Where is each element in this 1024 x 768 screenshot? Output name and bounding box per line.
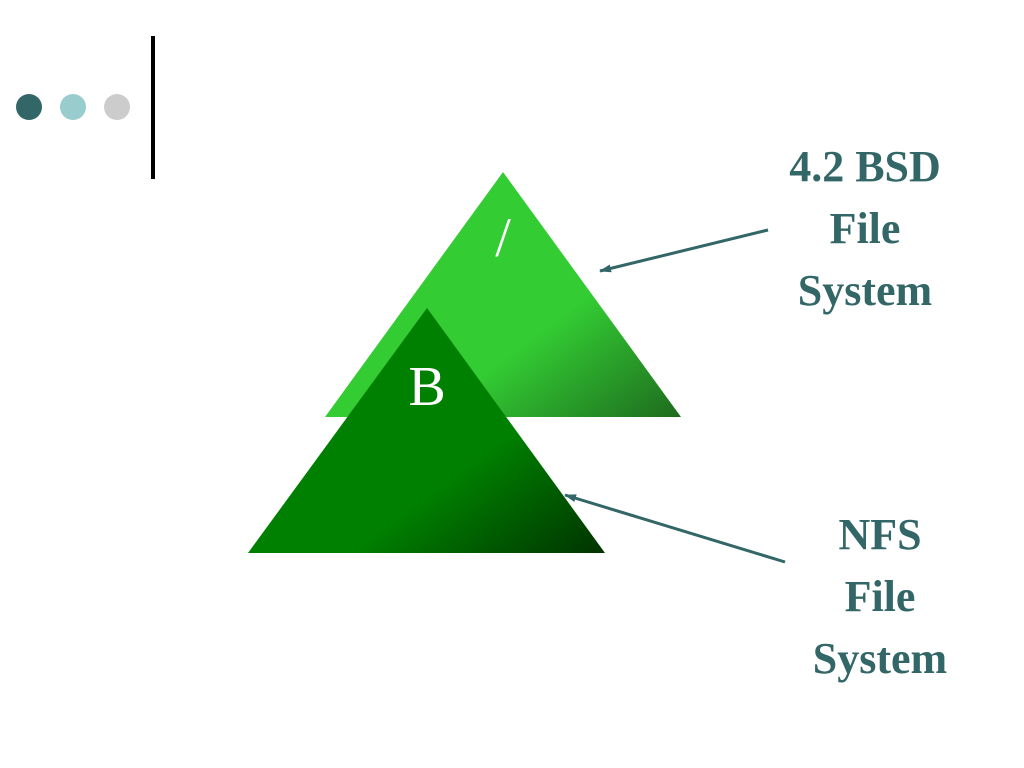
nfs-label-line2: File: [844, 572, 916, 621]
vertical-divider: [151, 36, 155, 179]
bsd-file-system-label: 4.2 BSD File System: [760, 136, 970, 322]
bsd-label-line2: File: [829, 204, 901, 253]
nfs-label-line1: NFS: [838, 510, 922, 559]
dot-light: [60, 94, 86, 120]
dot-dark: [16, 94, 42, 120]
root-tree-label: /: [495, 207, 511, 269]
nfs-file-system-label: NFS File System: [770, 504, 990, 690]
nfs-label-line3: System: [812, 634, 948, 683]
bsd-label-line3: System: [797, 266, 933, 315]
decorative-dots: [16, 94, 130, 120]
bsd-label-line1: 4.2 BSD: [789, 142, 941, 191]
dot-gray: [104, 94, 130, 120]
bsd-arrow: [599, 228, 769, 273]
nfs-tree-triangle: [248, 308, 605, 553]
nfs-arrow: [564, 493, 786, 564]
b-tree-label: B: [408, 356, 445, 418]
